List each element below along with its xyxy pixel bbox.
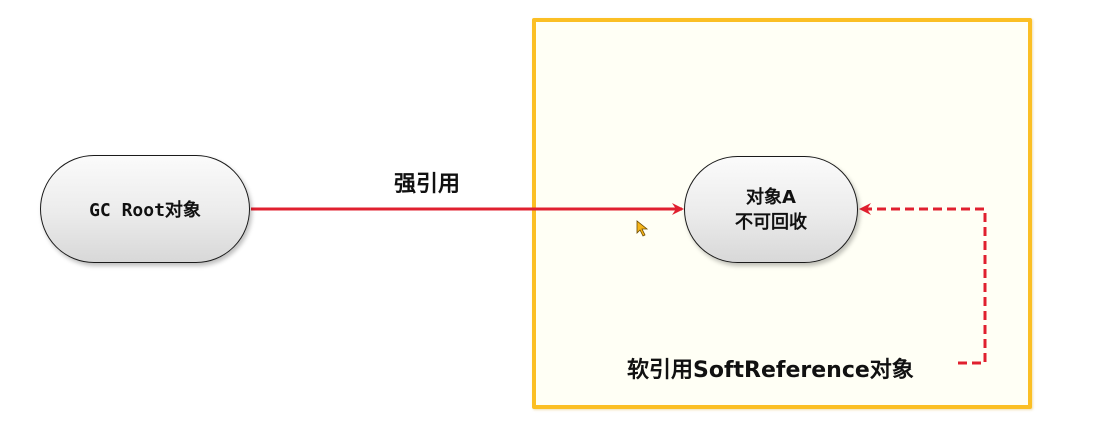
mouse-cursor-icon bbox=[636, 220, 649, 237]
strong-reference-label: 强引用 bbox=[394, 172, 461, 197]
soft-reference-dashed-arrow bbox=[859, 203, 987, 365]
gc-root-label: GC Root对象 bbox=[89, 200, 201, 221]
soft-reference-label: 软引用SoftReference对象 bbox=[627, 358, 914, 383]
gc-root-node: GC Root对象 bbox=[40, 155, 250, 263]
object-a-node: 对象A 不可回收 bbox=[684, 156, 858, 263]
object-a-title: 对象A bbox=[746, 186, 796, 208]
object-a-subtitle: 不可回收 bbox=[735, 211, 807, 233]
